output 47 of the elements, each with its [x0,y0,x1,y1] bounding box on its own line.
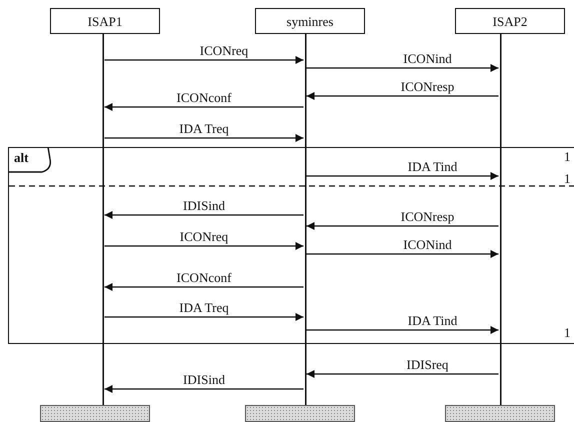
annotation-number: 1 [564,326,570,339]
fragment-operator: alt [14,151,28,164]
message-label: IDA Tind [408,160,458,173]
message-label: ICONresp [400,210,454,223]
message-arrow [306,222,498,230]
participant-box [455,8,565,34]
message-label: ICONconf [176,91,232,104]
message-arrow [306,64,498,72]
message-label: IDISind [183,199,225,212]
message-label: IDISind [183,373,225,386]
lifeline-end-box [245,405,355,422]
message-arrow [306,250,498,258]
message-arrow [104,134,304,142]
message-label: ICONreq [200,44,248,57]
message-arrow [104,283,304,291]
lifeline [498,34,502,405]
participant-name: ISAP2 [492,14,528,28]
annotation-number: 1 [564,172,570,185]
message-label: ICONresp [400,80,454,93]
message-label: IDA Treq [179,301,229,314]
message-label: IDA Treq [179,122,229,135]
message-label: ICONind [403,52,452,65]
message-arrow [104,313,304,321]
message-label: ICONreq [180,230,228,243]
lifeline [304,34,306,405]
message-arrow [306,92,498,100]
message-arrow [104,103,304,111]
message-label: ICONind [403,238,452,251]
participant-name: ISAP1 [88,14,122,28]
lifeline-end-box [40,405,150,422]
message-arrow [306,326,498,334]
message-arrow [306,172,498,180]
participant-name: syminres [286,14,334,28]
fragment-operator-tab [8,147,54,173]
message-arrow [104,56,304,64]
lifeline [102,34,104,405]
lifeline-end-box [445,405,555,422]
message-label: IDA Tind [408,314,458,327]
participant-box [50,8,160,34]
message-arrow [104,211,304,219]
message-arrow [104,385,304,393]
message-arrow [306,370,498,378]
annotation-number: 1 [564,150,570,163]
participant-box [255,8,365,34]
message-label: ICONconf [176,271,232,284]
message-arrow [104,242,304,250]
message-label: IDISreq [406,358,448,371]
